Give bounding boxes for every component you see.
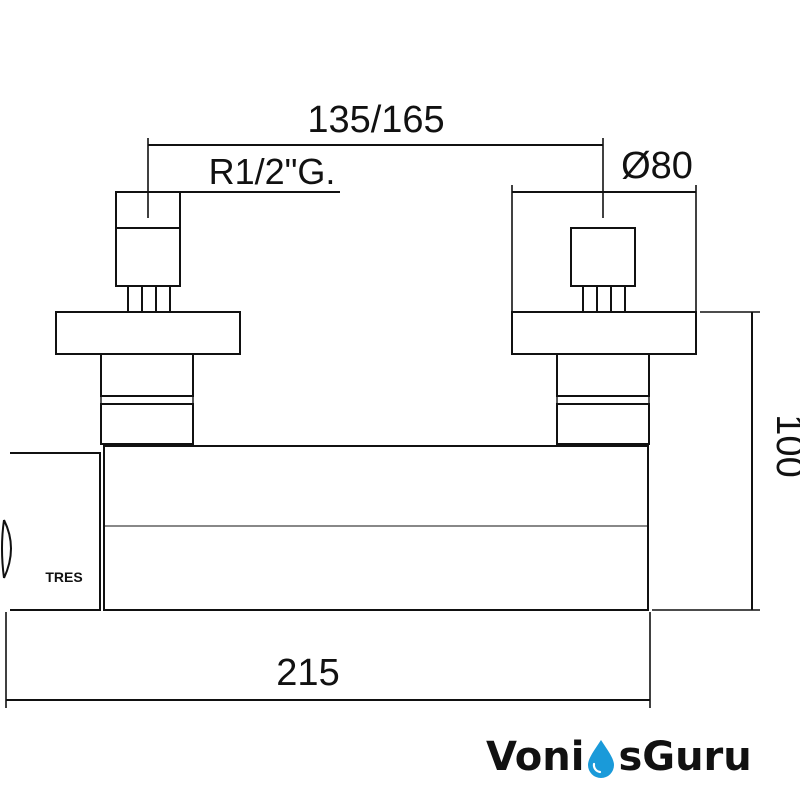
product-logo-text: TRES: [45, 569, 82, 585]
dimension-spacing-lines: [147, 138, 604, 218]
watermark-part1: Voni: [486, 734, 584, 780]
water-drop-icon: [588, 740, 614, 778]
right-inlet-connector: [511, 227, 697, 445]
left-handle: [1, 452, 101, 611]
width-label: 215: [276, 652, 339, 694]
left-inlet-connector: [55, 191, 241, 445]
mixer-body: [103, 445, 649, 611]
spacing-label: 135/165: [307, 99, 444, 141]
watermark-part2: s: [618, 734, 642, 780]
dimension-height-lines: [652, 311, 760, 611]
dimension-diameter-lines: [511, 185, 697, 312]
height-label: 100: [768, 414, 800, 477]
dimension-width-lines: [5, 612, 651, 708]
watermark-part3: Guru: [642, 734, 752, 780]
product-logo: TRES: [45, 569, 82, 585]
diameter-label: Ø80: [621, 145, 693, 187]
thread-label: R1/2"G.: [209, 151, 336, 192]
